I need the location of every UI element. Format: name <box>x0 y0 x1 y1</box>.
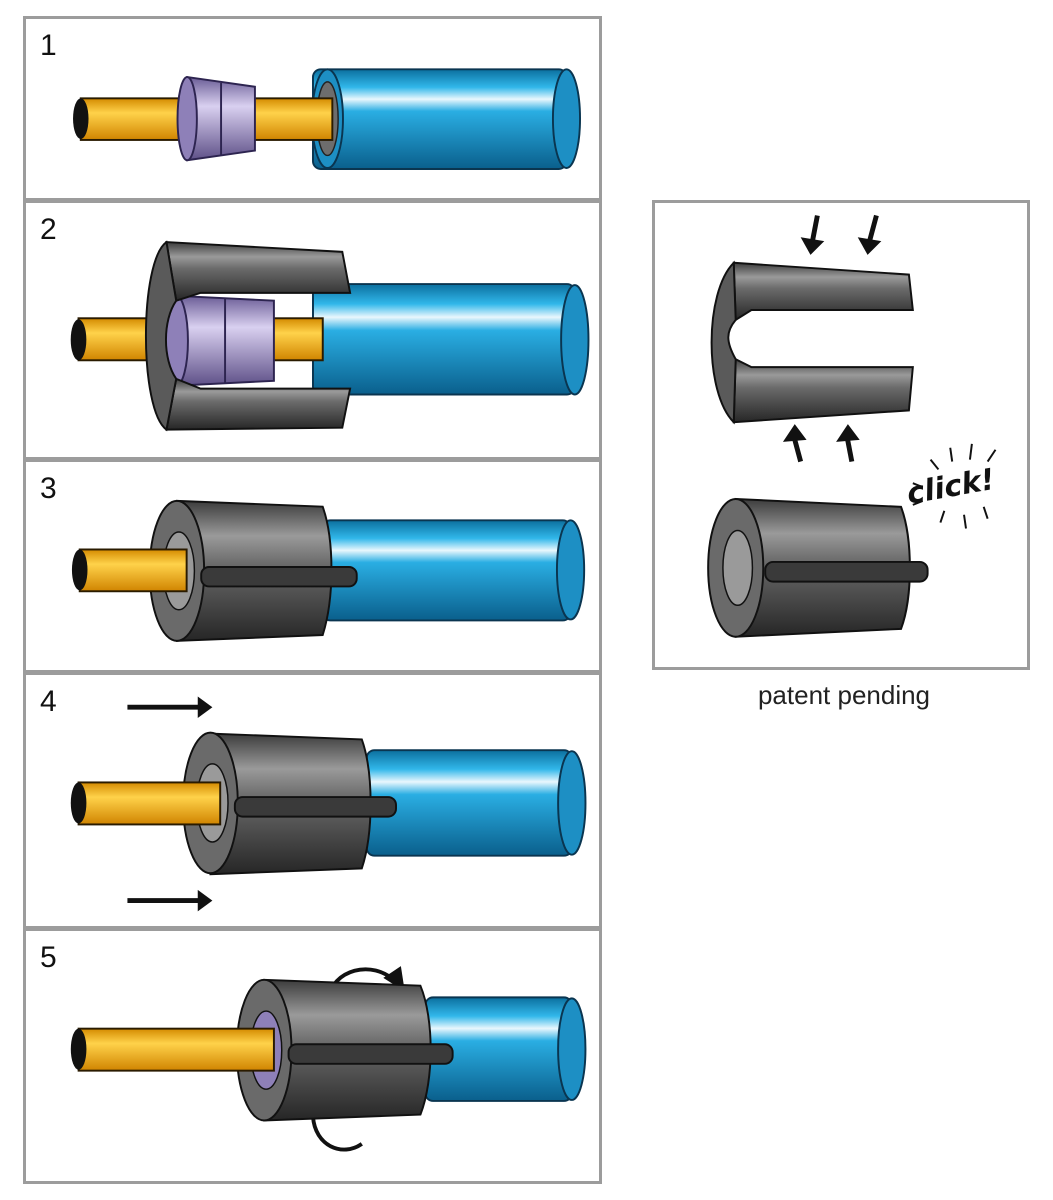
step-2-illustration <box>70 240 590 432</box>
click-text: click! <box>904 462 997 511</box>
sleeve-upper-half <box>165 241 352 302</box>
step-1-panel: 1 <box>23 16 602 201</box>
click-detail-illustration: click! <box>707 214 997 638</box>
patent-caption: patent pending <box>757 680 931 710</box>
hose <box>312 68 568 170</box>
click-burst-lines <box>912 443 997 529</box>
step-2-panel: 2 <box>23 200 602 460</box>
step-number: 5 <box>40 941 57 974</box>
step-number: 1 <box>40 29 57 62</box>
clip-lower-half <box>732 357 914 424</box>
step-1-illustration <box>73 68 581 170</box>
step-5-illustration <box>70 966 587 1152</box>
step-number: 2 <box>40 213 57 246</box>
step-number: 3 <box>40 472 57 505</box>
step-4-illustration <box>70 696 587 912</box>
rotate-arrow-bottom <box>311 1116 363 1152</box>
step-number: 4 <box>40 685 57 718</box>
click-detail-panel: click! <box>652 200 1030 670</box>
clip-upper-half <box>732 261 914 322</box>
step-3-panel: 3 <box>23 459 602 673</box>
step-4-panel: 4 <box>23 672 602 929</box>
step-5-panel: 5 <box>23 928 602 1184</box>
step-3-illustration <box>71 499 586 642</box>
